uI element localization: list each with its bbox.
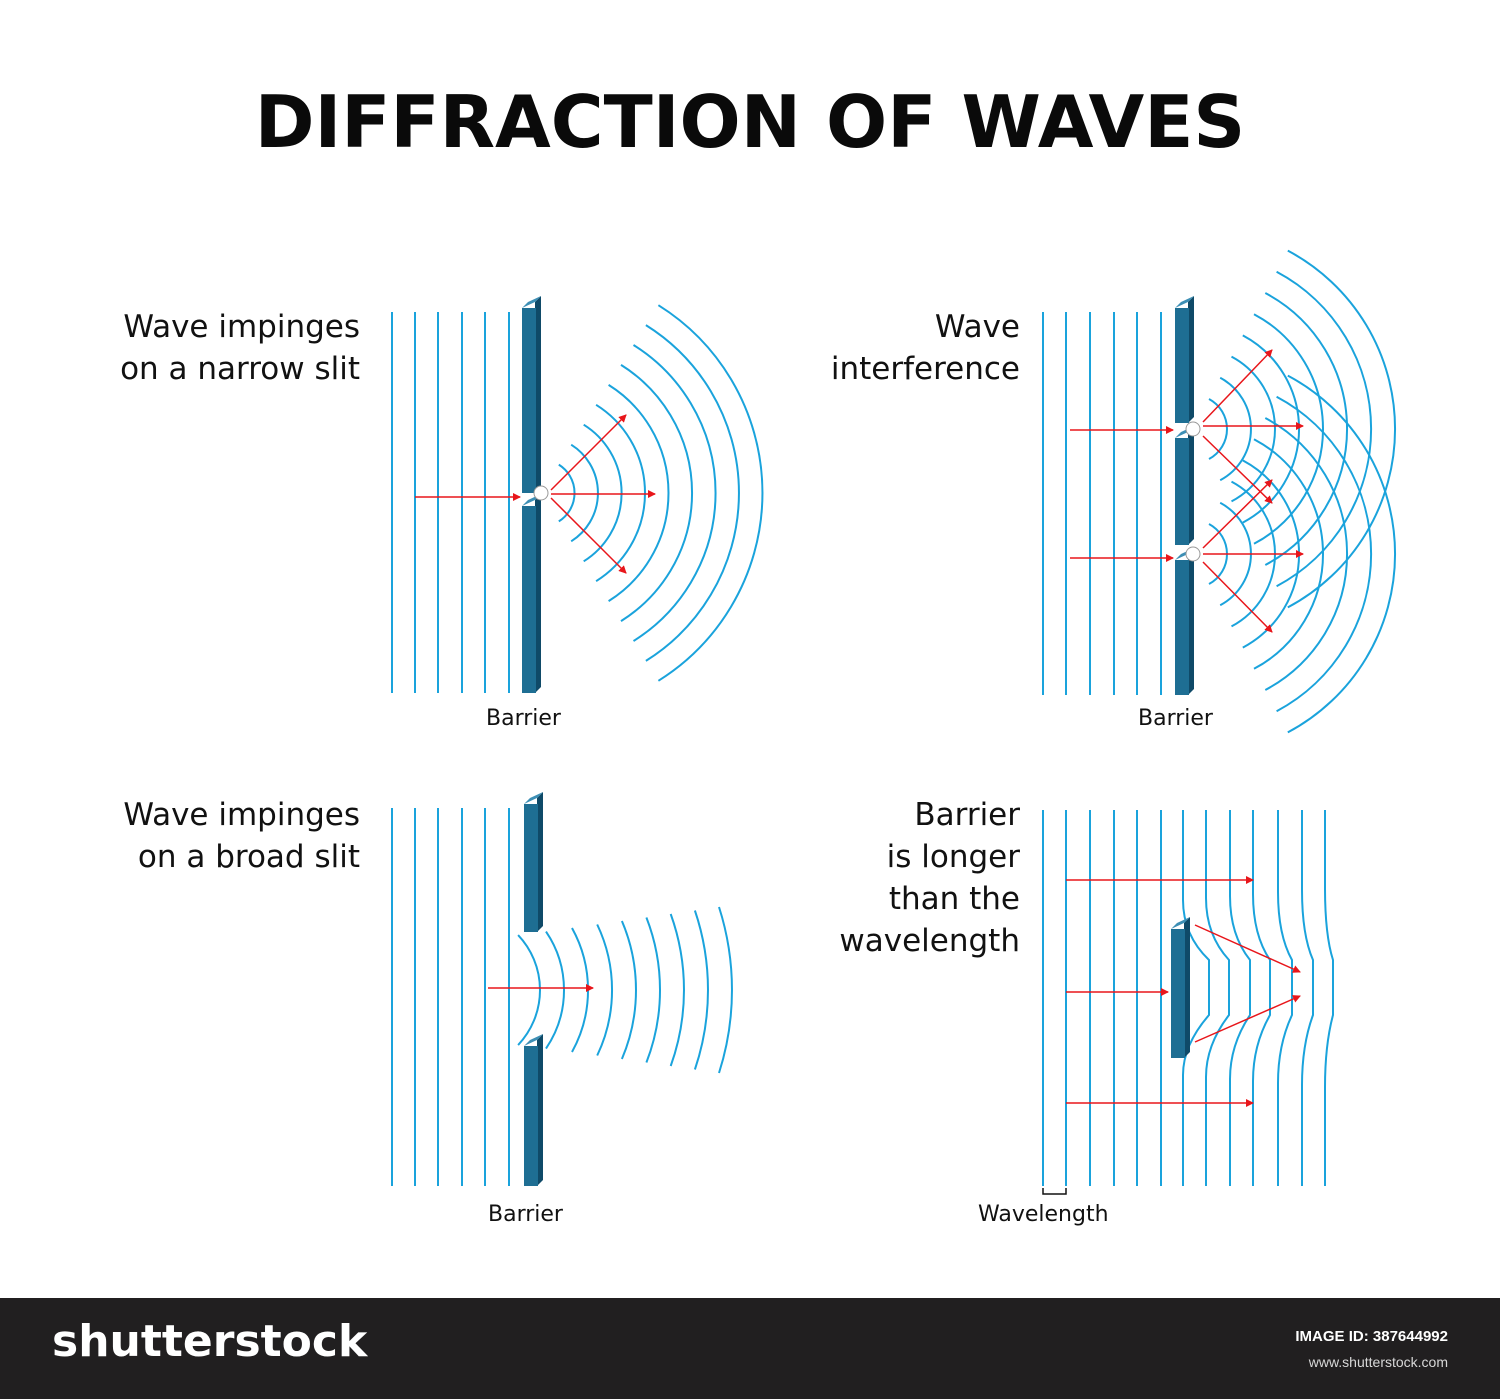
wavefront-arc bbox=[583, 423, 623, 563]
wavefront-arc bbox=[1219, 376, 1252, 482]
slit-opening bbox=[533, 485, 549, 501]
wavefront-arc bbox=[693, 910, 709, 1070]
barrier-side bbox=[1188, 548, 1194, 695]
image-id-label: IMAGE ID: bbox=[1295, 1328, 1369, 1345]
interference-label: Wave interference bbox=[830, 309, 1020, 387]
direction-arrow bbox=[1202, 561, 1273, 633]
direction-arrow bbox=[1202, 435, 1273, 504]
brand-logo: shutterstock bbox=[52, 1316, 368, 1367]
page-title: DIFFRACTION OF WAVES bbox=[254, 80, 1246, 164]
barrier-front bbox=[522, 308, 536, 493]
long-barrier-panel bbox=[1042, 810, 1334, 1195]
wavefront-arc bbox=[1276, 395, 1373, 713]
wavefront-arc bbox=[645, 324, 740, 662]
barrier-side bbox=[537, 792, 543, 932]
wavefront-arc bbox=[570, 443, 599, 543]
broad-slit-label: Wave impinges on a broad slit bbox=[123, 797, 360, 875]
wavefront-arc bbox=[1276, 270, 1373, 588]
wavefront-bent-line bbox=[1324, 810, 1334, 1186]
direction-arrow bbox=[1202, 479, 1273, 549]
barrier-top bbox=[524, 1034, 543, 1046]
barrier-top bbox=[522, 296, 541, 308]
barrier-side bbox=[1184, 917, 1190, 1058]
barrier-side bbox=[535, 296, 541, 493]
site-url: www.shutterstock.com bbox=[1308, 1354, 1448, 1370]
wavefront-bent-line bbox=[1301, 810, 1314, 1186]
slit-opening-top bbox=[1185, 421, 1201, 437]
direction-arrow bbox=[550, 497, 627, 574]
wavefront-bent-line bbox=[1229, 810, 1251, 1186]
wavefront-bent-line bbox=[1252, 810, 1271, 1186]
barrier-front bbox=[524, 1046, 538, 1186]
wavefront-arc bbox=[1264, 417, 1348, 691]
wavefront-arc bbox=[1264, 292, 1348, 566]
interference-panel bbox=[1042, 249, 1396, 734]
wavefront-arc bbox=[669, 913, 685, 1067]
wavefront-arc bbox=[620, 364, 694, 622]
barrier-top bbox=[1171, 917, 1190, 929]
wavefront-arc bbox=[718, 906, 733, 1074]
barrier-front bbox=[1171, 929, 1185, 1058]
barrier-top bbox=[524, 792, 543, 804]
narrow-slit-label: Wave impinges on a narrow slit bbox=[120, 309, 360, 387]
barrier-side bbox=[535, 494, 541, 693]
wavelength-bracket bbox=[1042, 1188, 1067, 1195]
long-barrier-label: Barrier is longer than the wavelength bbox=[839, 797, 1020, 959]
wavefront-arc bbox=[517, 934, 541, 1046]
wavefront-arc bbox=[1208, 398, 1228, 460]
wavefront-arc bbox=[558, 463, 576, 523]
wavefront-arc bbox=[1287, 249, 1396, 609]
barrier-front bbox=[1175, 438, 1189, 545]
wavelength-caption: Wavelength bbox=[978, 1202, 1109, 1227]
barrier-side bbox=[537, 1034, 543, 1186]
image-id: IMAGE ID: 387644992 bbox=[1295, 1328, 1448, 1345]
barrier-side bbox=[1188, 426, 1194, 545]
wavefront-arc bbox=[620, 920, 637, 1060]
narrow-slit-barrier-caption: Barrier bbox=[486, 706, 561, 731]
wavefront-bent-line bbox=[1182, 810, 1210, 1186]
direction-arrow bbox=[550, 414, 627, 491]
wavefront-arc bbox=[571, 927, 590, 1053]
wavefront-arc bbox=[632, 344, 717, 642]
broad-slit-barrier-caption: Barrier bbox=[488, 1202, 563, 1227]
wavefront-bent-line bbox=[1277, 810, 1293, 1186]
wavefront-bent-line bbox=[1205, 810, 1230, 1186]
wavefront-arc bbox=[645, 917, 661, 1063]
footer-bar: shutterstock IMAGE ID: 387644992 www.shu… bbox=[0, 1298, 1500, 1399]
wavefront-arc bbox=[596, 924, 614, 1056]
image-id-value: 387644992 bbox=[1372, 1328, 1448, 1345]
wavefront-arc bbox=[595, 403, 646, 583]
wavefront-arc bbox=[1253, 313, 1324, 545]
wavefront-arc bbox=[1287, 374, 1396, 734]
barrier-side bbox=[1188, 296, 1194, 423]
wavefront-arc bbox=[545, 930, 565, 1050]
barrier-front bbox=[1175, 308, 1189, 423]
barrier-front bbox=[522, 506, 536, 693]
direction-arrow bbox=[1194, 995, 1301, 1043]
barrier-front bbox=[524, 804, 538, 932]
barrier-front bbox=[1175, 560, 1189, 695]
interference-barrier-caption: Barrier bbox=[1138, 706, 1213, 731]
broad-slit-panel bbox=[391, 792, 733, 1186]
slit-opening-bottom bbox=[1185, 546, 1201, 562]
direction-arrow bbox=[1202, 349, 1273, 423]
wavefront-arc bbox=[608, 384, 670, 602]
wavefront-arc bbox=[657, 304, 764, 682]
barrier-top bbox=[1175, 296, 1194, 308]
wavefront-arc bbox=[1253, 438, 1324, 670]
narrow-slit-panel bbox=[391, 296, 764, 693]
direction-arrow bbox=[1194, 924, 1301, 973]
